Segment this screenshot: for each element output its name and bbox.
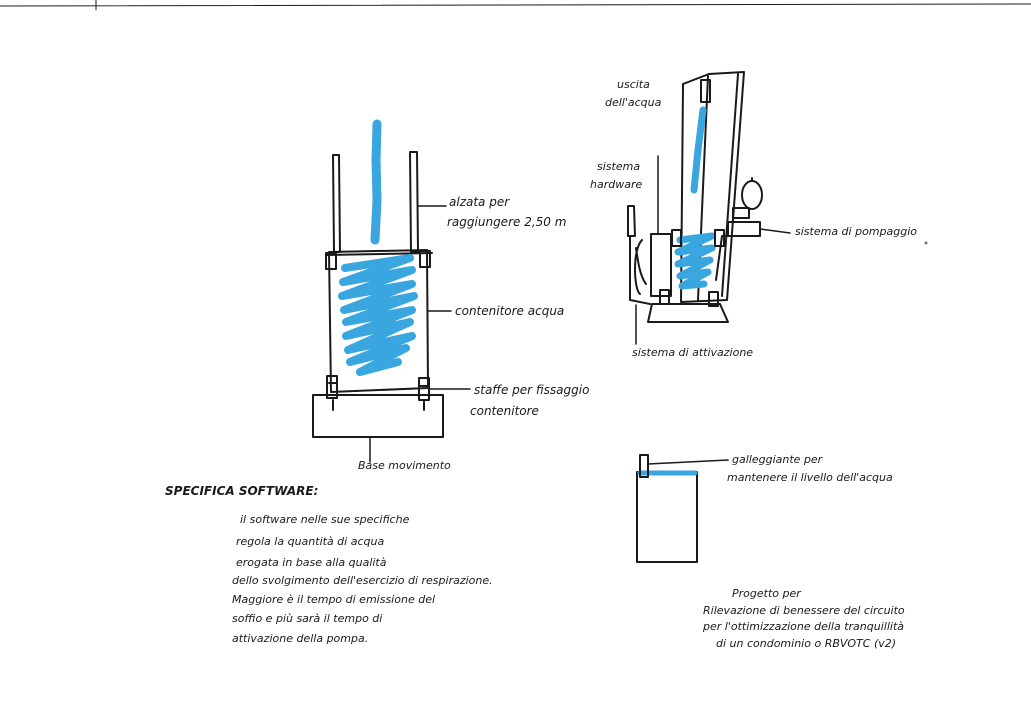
left-leader-lines: [369, 205, 471, 463]
project-note: Progetto per Rilevazione di benessere de…: [702, 587, 908, 650]
movement-base: [312, 394, 444, 438]
ink-speck: [924, 241, 928, 245]
container-label: contenitore acqua: [455, 304, 564, 318]
float-container: [636, 471, 698, 563]
software-spec-block: SPECIFICA SOFTWARE: il software nelle su…: [165, 484, 496, 645]
fixing-brackets: [326, 375, 430, 411]
float-label: galleggiante per mantenere il livello de…: [727, 453, 893, 484]
pump-label: sistema di pompaggio: [795, 225, 917, 238]
right-leader-lines: [635, 155, 791, 345]
water-container: [325, 249, 433, 393]
water-outlet: [700, 79, 711, 103]
pump-unit: [715, 177, 763, 281]
float-drawing: galleggiante per mantenere il livello de…: [636, 453, 893, 563]
activation-label: sistema di attivazione: [632, 346, 753, 359]
water-fill: [338, 254, 418, 376]
project-note-text: Progetto per Rilevazione di benessere de…: [702, 587, 908, 650]
scan-edges: [0, 0, 1031, 11]
water-column-drawing: alzata per raggiungere 2,50 m contenitor…: [312, 119, 593, 472]
internal-water: [674, 232, 716, 290]
software-spec-title: SPECIFICA SOFTWARE:: [165, 484, 318, 498]
base-label: Base movimento: [358, 459, 451, 472]
lift-label: alzata per raggiungere 2,50 m: [447, 195, 566, 229]
hardware-label: sistema hardware: [590, 160, 644, 191]
side-base: [647, 303, 729, 323]
float: [639, 454, 649, 478]
outlet-label: uscita dell'acqua: [605, 78, 662, 109]
brackets-label: staffe per fissaggio contenitore: [470, 383, 593, 418]
side-view-drawing: uscita dell'acqua sistema hardware siste…: [590, 71, 917, 359]
internal-water-jet: [690, 106, 707, 194]
water-jet: [370, 119, 382, 245]
hardware-unit: [627, 205, 672, 305]
software-spec-text: il software nelle sue specifiche regola …: [232, 513, 496, 645]
